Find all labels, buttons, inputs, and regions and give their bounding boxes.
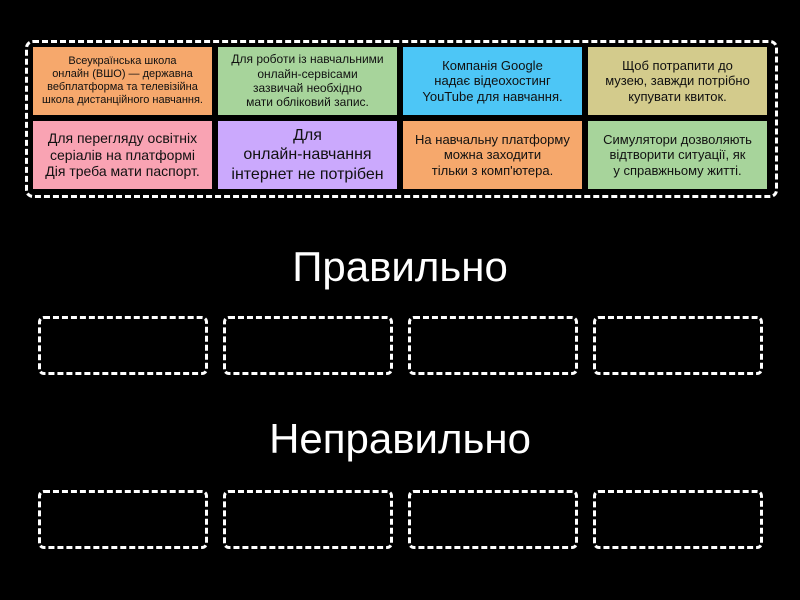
card-1[interactable]: Всеукраїнська школа онлайн (ВШО) — держа…	[33, 47, 212, 115]
drop-slot-correct-2[interactable]	[223, 316, 393, 375]
drop-slot-incorrect-3[interactable]	[408, 490, 578, 549]
card-5[interactable]: Для перегляду освітніх серіалів на платф…	[33, 121, 212, 189]
card-6[interactable]: Для онлайн-навчання інтернет не потрібен	[218, 121, 397, 189]
card-8[interactable]: Симулятори дозволяють відтворити ситуаці…	[588, 121, 767, 189]
card-3[interactable]: Компанія Google надає відеохостинг YouTu…	[403, 47, 582, 115]
group-title-incorrect: Неправильно	[269, 415, 531, 462]
drop-slot-correct-4[interactable]	[593, 316, 763, 375]
drop-slot-incorrect-2[interactable]	[223, 490, 393, 549]
drop-slot-incorrect-4[interactable]	[593, 490, 763, 549]
card-4[interactable]: Щоб потрапити до музею, завжди потрібно …	[588, 47, 767, 115]
drop-slot-correct-1[interactable]	[38, 316, 208, 375]
card-2[interactable]: Для роботи із навчальними онлайн-сервіса…	[218, 47, 397, 115]
card-7[interactable]: На навчальну платформу можна заходити ті…	[403, 121, 582, 189]
drop-slot-correct-3[interactable]	[408, 316, 578, 375]
group-title-correct: Правильно	[292, 243, 508, 290]
card-pool	[25, 40, 778, 198]
drop-slot-incorrect-1[interactable]	[38, 490, 208, 549]
